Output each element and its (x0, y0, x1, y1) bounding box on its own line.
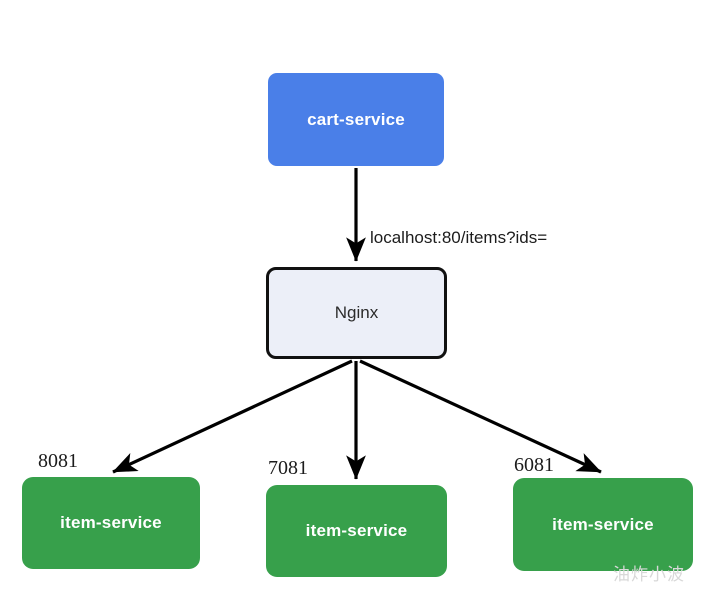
node-nginx[interactable]: Nginx (266, 267, 447, 359)
node-nginx-label: Nginx (334, 303, 379, 322)
port-label-8081: 8081 (38, 450, 78, 472)
port-label-7081: 7081 (268, 457, 308, 479)
edge-label-request-url: localhost:80/items?ids= (370, 228, 548, 247)
node-item-service-7081-label: item-service (305, 521, 408, 540)
edge-nginx-to-item-8081 (112, 359, 353, 474)
node-item-service-8081[interactable]: item-service (22, 477, 200, 569)
node-cart-service-label: cart-service (307, 109, 405, 129)
port-label-6081: 6081 (514, 454, 554, 476)
node-item-service-8081-label: item-service (60, 513, 162, 532)
edge-nginx-to-item-6081 (359, 359, 602, 474)
node-item-service-6081-label: item-service (552, 514, 654, 534)
node-cart-service[interactable]: cart-service (268, 73, 444, 166)
node-item-service-7081[interactable]: item-service (266, 485, 447, 577)
node-item-service-6081[interactable]: item-service (513, 478, 693, 571)
watermark: 油炸小波 (613, 565, 685, 584)
